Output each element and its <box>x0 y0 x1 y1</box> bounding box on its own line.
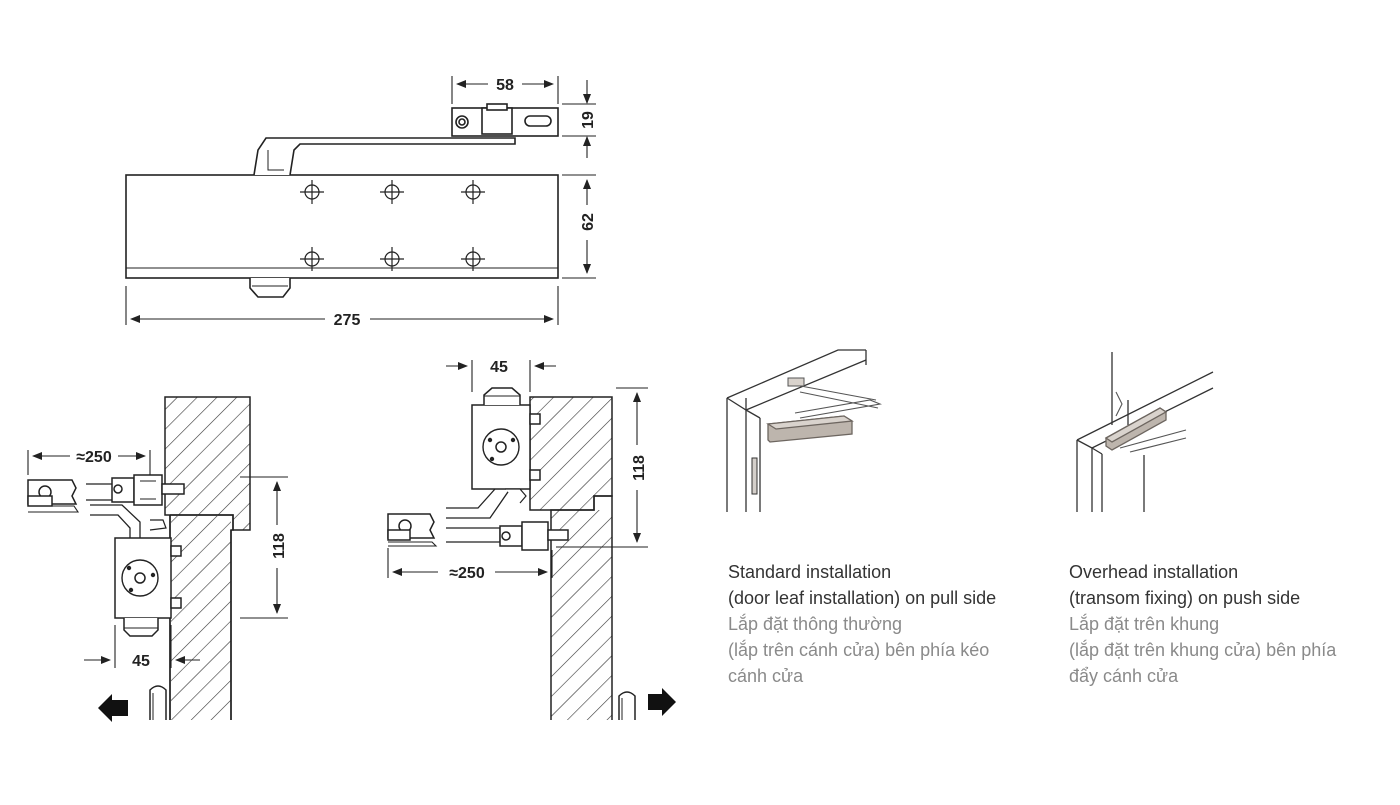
caption-standard-installation: Standard installation (door leaf install… <box>728 559 1048 689</box>
dim-height-right: 118 <box>631 455 648 481</box>
caption-overhead-vi-line1: Lắp đặt trên khung <box>1069 614 1220 634</box>
caption-overhead-installation: Overhead installation (transom fixing) o… <box>1069 559 1389 689</box>
push-direction-arrow <box>648 688 676 716</box>
dims-left-section <box>27 450 288 668</box>
closer-top-view <box>125 103 559 298</box>
caption-standard-en-line1: Standard installation <box>728 562 892 582</box>
dims-right-section <box>387 360 648 578</box>
closer-valve <box>249 278 291 298</box>
frame-section-left <box>164 396 251 531</box>
caption-standard-en-line2: (door leaf installation) on pull side <box>728 588 997 608</box>
section-right <box>387 387 636 720</box>
caption-standard-vi-line2: (lắp trên cánh cửa) bên phía kéo <box>728 640 990 660</box>
dim-approx-arm-left: ≈250 <box>76 449 112 466</box>
caption-overhead-vi-line2: (lắp đặt trên khung cửa) bên phía <box>1069 640 1337 660</box>
pull-direction-arrow <box>98 694 128 722</box>
closer-arm <box>253 137 516 176</box>
dim-offset-right: 45 <box>490 359 508 376</box>
dim-approx-arm-right: ≈250 <box>449 565 485 582</box>
closer-body <box>125 174 559 279</box>
mounting-holes <box>300 180 485 271</box>
caption-standard-vi-line1: Lắp đặt thông thường <box>728 614 902 634</box>
caption-overhead-en-line1: Overhead installation <box>1069 562 1239 582</box>
section-left <box>27 396 251 720</box>
illustration-standard-installation <box>726 349 883 512</box>
frame-section-right <box>529 396 613 511</box>
dim-body-height: 62 <box>580 213 597 231</box>
caption-standard-vi-line3: cánh cửa <box>728 666 804 686</box>
caption-overhead-en-line2: (transom fixing) on push side <box>1069 588 1301 608</box>
dim-arm-shoe-width: 58 <box>496 77 514 94</box>
dim-height-left: 118 <box>271 533 288 559</box>
caption-overhead-vi-line3: đẩy cánh cửa <box>1069 666 1179 686</box>
dim-offset-left: 45 <box>132 653 150 670</box>
door-leaf-right <box>551 510 612 720</box>
dim-arm-shoe-height: 19 <box>580 111 597 129</box>
dims-top-view <box>125 76 596 325</box>
illustration-overhead-installation <box>1076 352 1214 512</box>
dim-body-length: 275 <box>334 312 361 329</box>
